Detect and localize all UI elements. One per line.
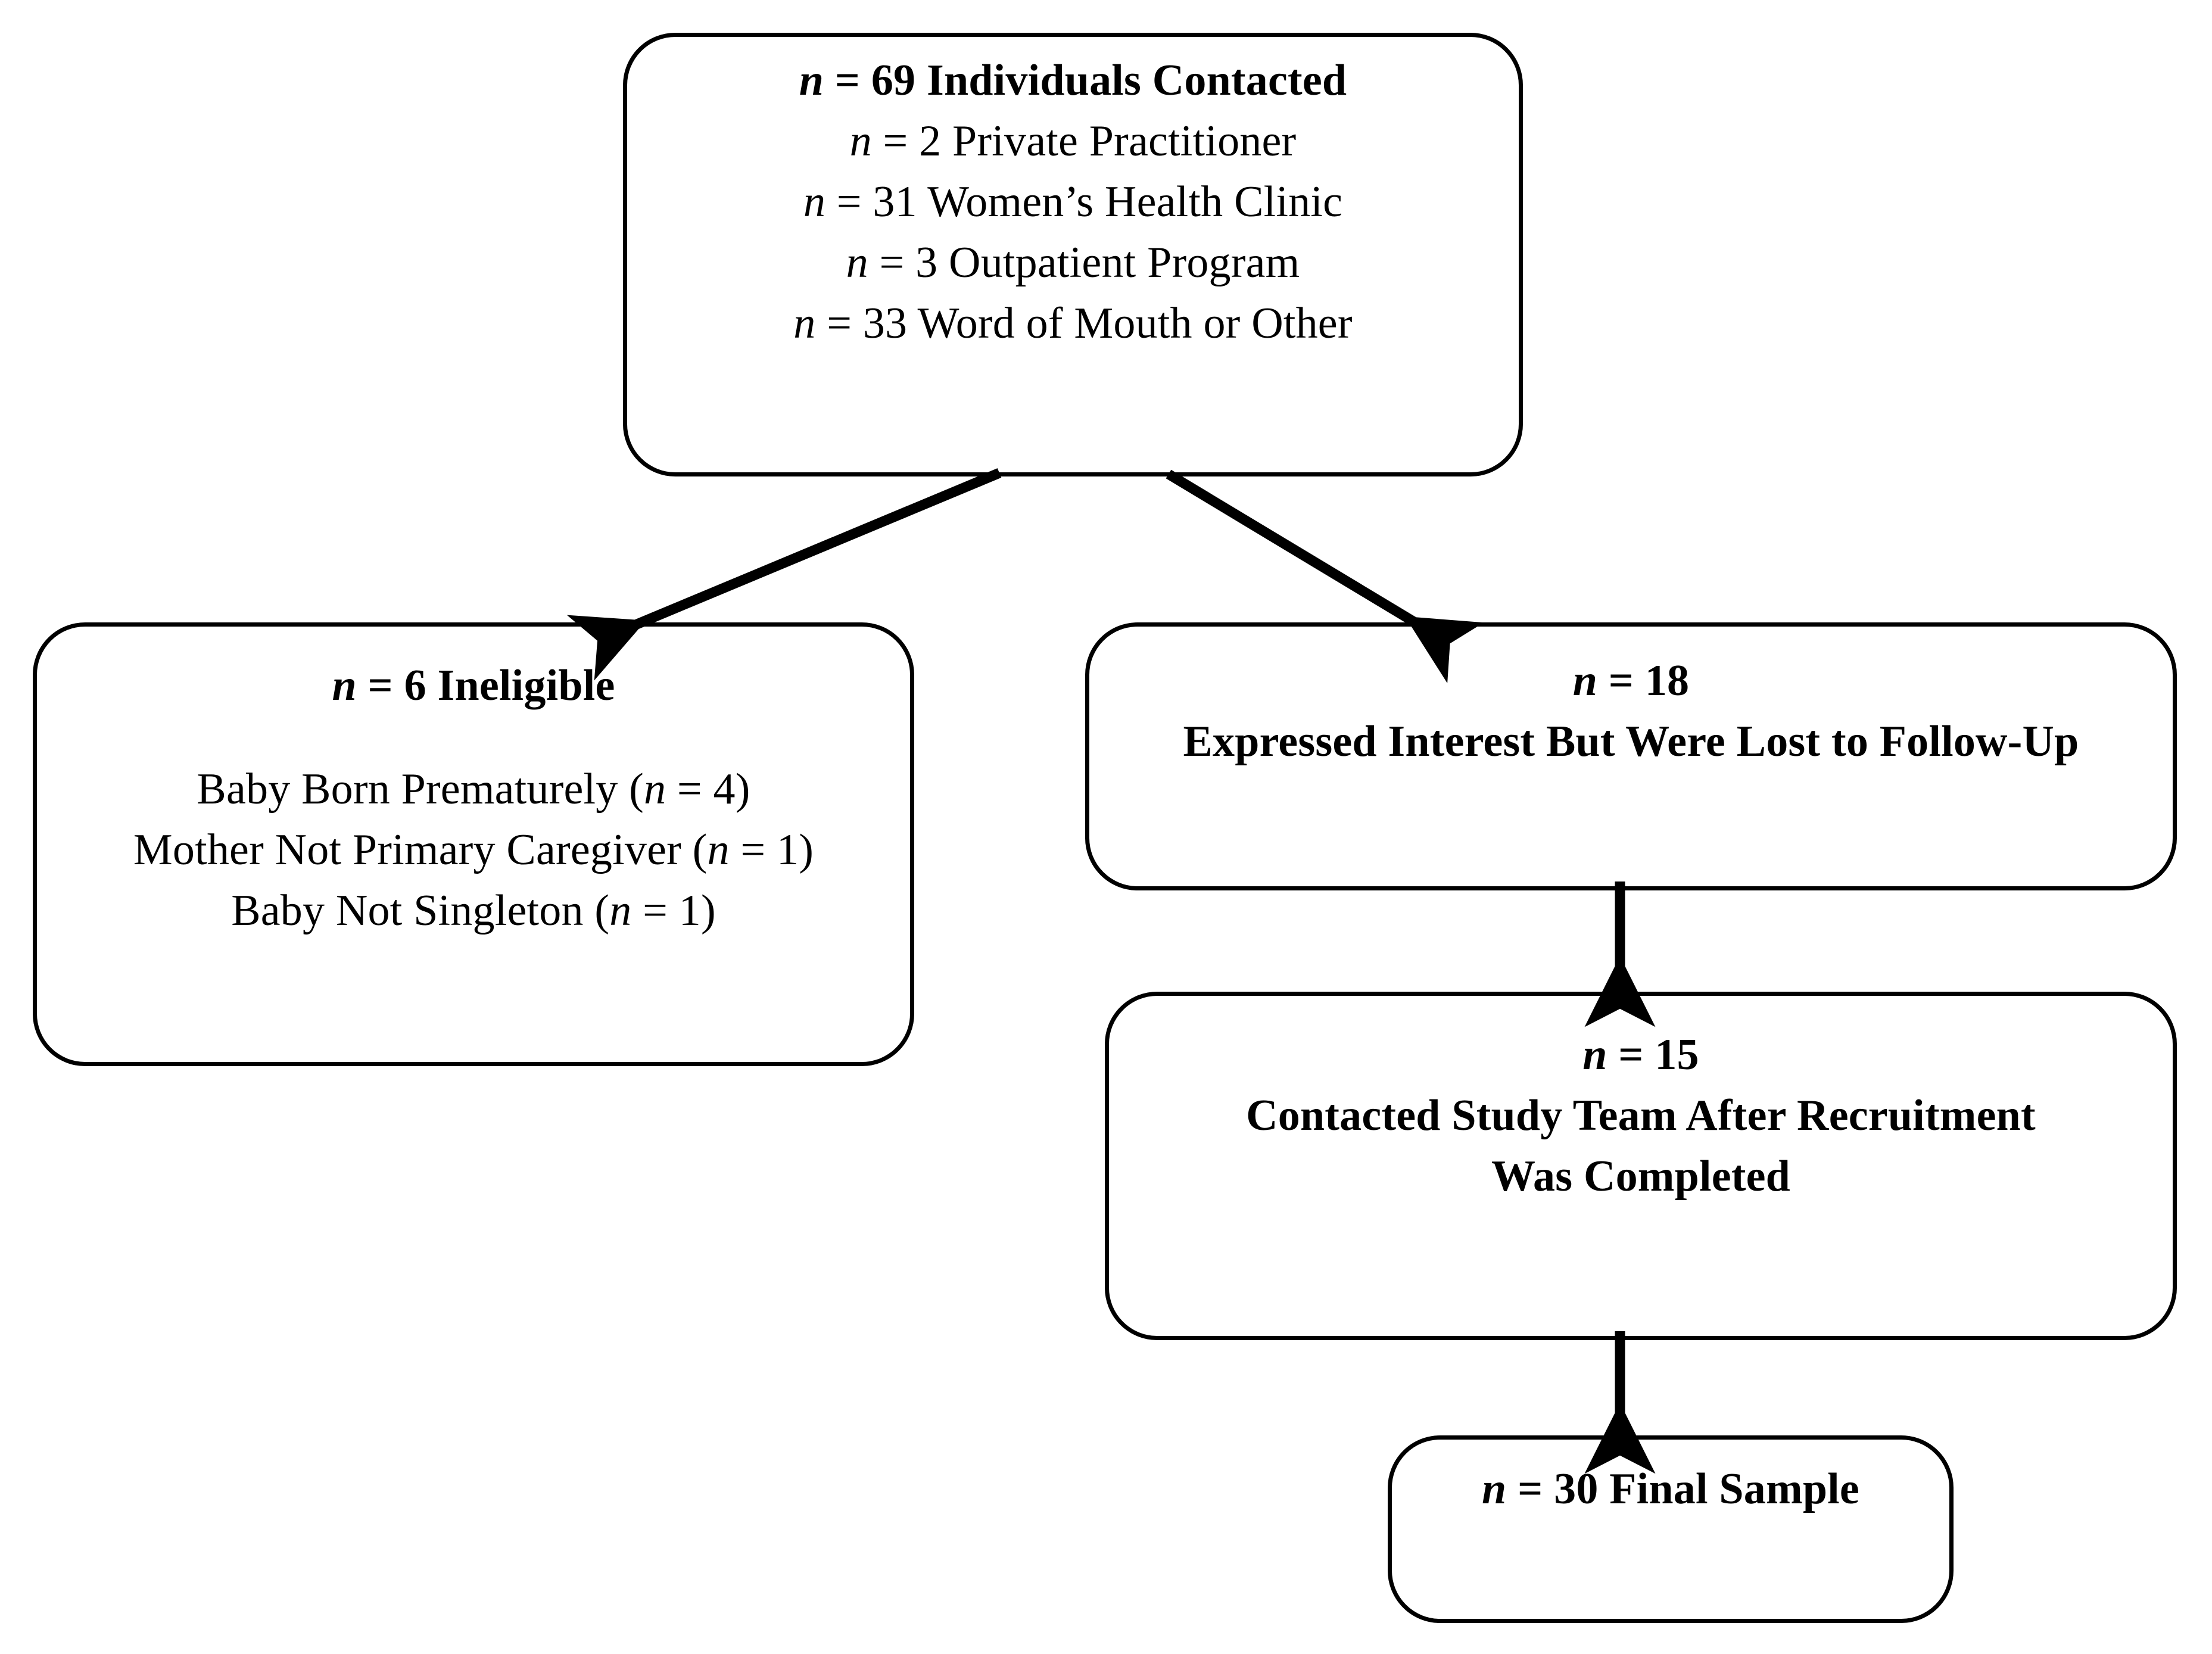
ineligible-heading: n = 6 Ineligible (332, 661, 615, 710)
node-lost-followup-text: n = 18 Expressed Interest But Were Lost … (1089, 650, 2173, 772)
ineligible-gap (37, 716, 910, 759)
after-recruitment-label-line-1: Contacted Study Team After Recruitment (1246, 1091, 2036, 1140)
contacted-line-1: n = 69 Individuals Contacted (799, 56, 1347, 105)
ineligible-reason-3: Baby Not Singleton (n = 1) (231, 886, 716, 935)
after-recruitment-label-line-2: Was Completed (1491, 1152, 1791, 1201)
italic-n: n (1582, 1030, 1607, 1079)
italic-n: n (846, 238, 868, 287)
italic-n: n (1482, 1465, 1507, 1513)
italic-n: n (803, 177, 826, 226)
italic-n: n (793, 299, 816, 348)
node-final-sample: n = 30 Final Sample (1388, 1435, 1954, 1623)
node-ineligible: n = 6 Ineligible Baby Born Prematurely (… (33, 622, 914, 1066)
after-recruitment-count: n = 15 (1582, 1030, 1699, 1079)
italic-n: n (609, 886, 632, 935)
node-after-recruitment-text: n = 15 Contacted Study Team After Recrui… (1109, 1024, 2173, 1207)
arrow-contacted-to-lost-followup (1166, 469, 1484, 684)
italic-n: n (707, 826, 730, 874)
node-expressed-interest-lost-to-follow-up: n = 18 Expressed Interest But Were Lost … (1085, 622, 2177, 890)
italic-n: n (1572, 656, 1598, 705)
arrow-after-recruitment-to-final-sample (1584, 1331, 1656, 1474)
italic-n: n (332, 661, 357, 710)
contacted-line-2: n = 2 Private Practitioner (849, 117, 1297, 166)
ineligible-reason-1: Baby Born Prematurely (n = 4) (197, 765, 750, 814)
node-individuals-contacted: n = 69 Individuals Contacted n = 2 Priva… (623, 33, 1523, 476)
final-sample-label: n = 30 Final Sample (1482, 1465, 1859, 1513)
lost-followup-count: n = 18 (1572, 656, 1690, 705)
italic-n: n (644, 765, 666, 814)
arrow-lost-followup-to-after-recruitment (1584, 881, 1656, 1027)
node-contacted-text: n = 69 Individuals Contacted n = 2 Priva… (627, 50, 1519, 354)
contacted-line-4: n = 3 Outpatient Program (846, 238, 1300, 287)
node-ineligible-text: n = 6 Ineligible Baby Born Prematurely (… (37, 655, 910, 941)
ineligible-reason-2: Mother Not Primary Caregiver (n = 1) (133, 826, 814, 874)
contacted-line-3: n = 31 Women’s Health Clinic (803, 177, 1343, 226)
italic-n: n (849, 117, 872, 166)
italic-n: n (799, 56, 824, 105)
node-contacted-after-recruitment: n = 15 Contacted Study Team After Recrui… (1105, 992, 2177, 1340)
node-final-sample-text: n = 30 Final Sample (1392, 1459, 1949, 1519)
contacted-line-5: n = 33 Word of Mouth or Other (793, 299, 1353, 348)
arrow-contacted-to-ineligible (566, 468, 1002, 681)
lost-followup-label: Expressed Interest But Were Lost to Foll… (1183, 717, 2079, 766)
